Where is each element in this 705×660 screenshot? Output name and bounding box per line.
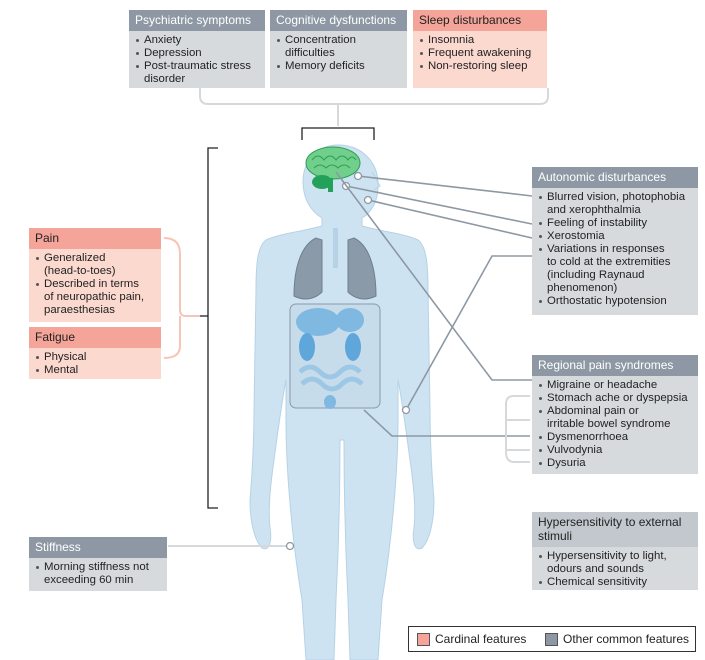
list-item: Abdominal pain or <box>538 405 692 418</box>
cognitive-dysfunctions-title: Cognitive dysfunctions <box>270 10 407 31</box>
trachea-icon <box>333 228 338 268</box>
list-item-continuation: of neuropathic pain, <box>44 291 145 303</box>
list-item-continuation: exceeding 60 min <box>44 574 134 586</box>
list-item: Non-restoring sleep <box>419 60 541 73</box>
list-item: Feeling of instability <box>538 217 692 230</box>
list-item-continuation: (head-to-toes) <box>44 265 116 277</box>
list-item-continuation: irritable bowel syndrome <box>547 418 671 430</box>
right-kidney-icon <box>345 333 361 361</box>
list-item: Migraine or headache <box>538 379 692 392</box>
sleep-disturbances-box: Sleep disturbances Insomnia Frequent awa… <box>413 10 547 88</box>
psychiatric-symptoms-box: Psychiatric symptoms Anxiety Depression … <box>129 10 265 88</box>
left-kidney-icon <box>299 333 315 361</box>
list-item-continuation: paraesthesias <box>44 304 115 316</box>
body-bracket <box>207 147 218 509</box>
abdomen-connector <box>363 409 530 437</box>
other-label: Other common features <box>563 632 690 646</box>
head-bracket <box>301 127 375 140</box>
legend: Cardinal features Other common features <box>408 626 696 652</box>
hand-marker <box>401 405 411 415</box>
intestine-icon <box>298 364 364 392</box>
list-item: Generalized <box>35 252 155 265</box>
list-item: Physical <box>35 351 155 364</box>
list-item: Vulvodynia <box>538 444 692 457</box>
fatigue-title: Fatigue <box>29 327 161 348</box>
mouth-marker <box>363 195 373 205</box>
autonomic-disturbances-box: Autonomic disturbances Blurred vision, p… <box>532 167 698 315</box>
hypersensitivity-title: Hypersensitivity to external stimuli <box>532 512 698 547</box>
hypersensitivity-box: Hypersensitivity to external stimuli Hyp… <box>532 512 698 590</box>
left-lung-icon <box>293 237 323 300</box>
list-item: Frequent awakening <box>419 47 541 60</box>
regional-pain-box: Regional pain syndromes Migraine or head… <box>532 355 698 474</box>
list-item-continuation: disorder <box>144 73 186 85</box>
list-item: Blurred vision, photophobia <box>538 191 692 204</box>
list-item-continuation: phenomenon) <box>547 282 618 294</box>
stiffness-title: Stiffness <box>29 537 167 558</box>
other-swatch <box>545 633 558 646</box>
sleep-disturbances-title: Sleep disturbances <box>413 10 547 31</box>
face-profile <box>371 171 381 191</box>
stiffness-box: Stiffness Morning stiffness not exceedin… <box>29 537 167 591</box>
list-item: Variations in responses <box>538 243 692 256</box>
pain-box: Pain Generalized (head-to-toes) Describe… <box>29 228 161 322</box>
list-item: Memory deficits <box>276 60 401 73</box>
list-item: Morning stiffness not <box>35 561 161 574</box>
list-item: Stomach ache or dyspepsia <box>538 392 692 405</box>
cardinal-label: Cardinal features <box>435 632 527 646</box>
list-item-continuation: (including Raynaud <box>547 269 645 281</box>
eye-marker <box>353 171 363 181</box>
knee-marker <box>285 541 295 551</box>
headache-connector <box>335 171 532 381</box>
right-lung-icon <box>347 237 377 300</box>
list-item-continuation: to cold at the extremities <box>547 256 671 268</box>
list-item: Concentration <box>276 34 401 47</box>
stomach-icon <box>336 308 364 332</box>
pain-title: Pain <box>29 228 161 249</box>
fatigue-box: Fatigue Physical Mental <box>29 327 161 379</box>
autonomic-connectors <box>345 175 533 411</box>
cerebellum-icon <box>312 175 332 189</box>
list-item-continuation: odours and sounds <box>547 563 644 575</box>
liver-icon <box>296 308 340 336</box>
brain-folds <box>311 155 357 169</box>
list-item: Mental <box>35 364 155 377</box>
hypersensitivity-title-line1: Hypersensitivity to external <box>538 515 682 529</box>
regional-bracket <box>505 395 530 463</box>
pink-connector <box>163 237 200 359</box>
list-item-continuation: difficulties <box>285 47 335 59</box>
list-item: Post-traumatic stress <box>135 60 259 73</box>
list-item: Hypersensitivity to light, <box>538 550 692 563</box>
list-item: Chemical sensitivity <box>538 576 692 589</box>
list-item: Depression <box>135 47 259 60</box>
hypersensitivity-title-line2: stimuli <box>538 529 573 543</box>
list-item: Orthostatic hypotension <box>538 295 692 308</box>
list-item: Dysmenorrhoea <box>538 431 692 444</box>
list-item: Xerostomia <box>538 230 692 243</box>
psychiatric-symptoms-title: Psychiatric symptoms <box>129 10 265 31</box>
brain-icon <box>305 146 361 180</box>
list-item: Dysuria <box>538 457 692 470</box>
list-item: Anxiety <box>135 34 259 47</box>
regional-pain-title: Regional pain syndromes <box>532 355 698 376</box>
brainstem-icon <box>328 178 333 192</box>
top-connector <box>199 88 549 105</box>
cognitive-dysfunctions-box: Cognitive dysfunctions Concentration dif… <box>270 10 407 88</box>
autonomic-disturbances-title: Autonomic disturbances <box>532 167 698 188</box>
list-item: Described in terms <box>35 278 155 291</box>
list-item-continuation: and xerophthalmia <box>547 204 641 216</box>
list-item: Insomnia <box>419 34 541 47</box>
bladder-icon <box>324 395 336 409</box>
cardinal-swatch <box>417 633 430 646</box>
